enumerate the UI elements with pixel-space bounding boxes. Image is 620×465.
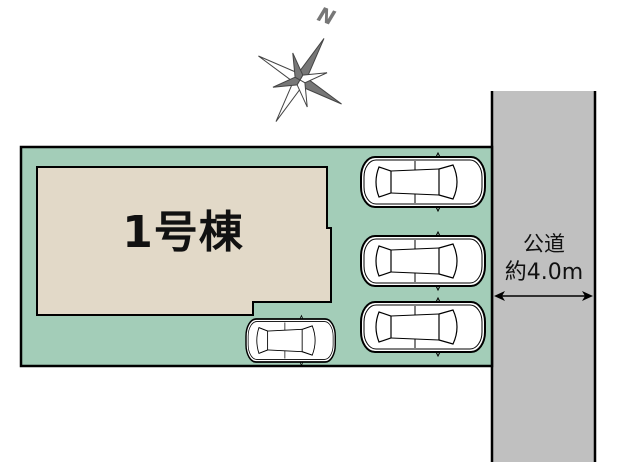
road-name: 公道: [523, 232, 565, 256]
building-label: 1号棟: [122, 207, 244, 258]
parking-car-2: [360, 231, 486, 291]
parking-car-1: [360, 152, 486, 212]
building-footprint: [36, 166, 332, 316]
parking-car-3: [360, 297, 486, 357]
compass-rose-icon: [258, 38, 342, 122]
parking-car-4: [245, 314, 337, 367]
road-width-arrow: [494, 291, 593, 301]
public-road: [490, 91, 597, 462]
road-width-label: 約4.0m: [504, 260, 584, 285]
